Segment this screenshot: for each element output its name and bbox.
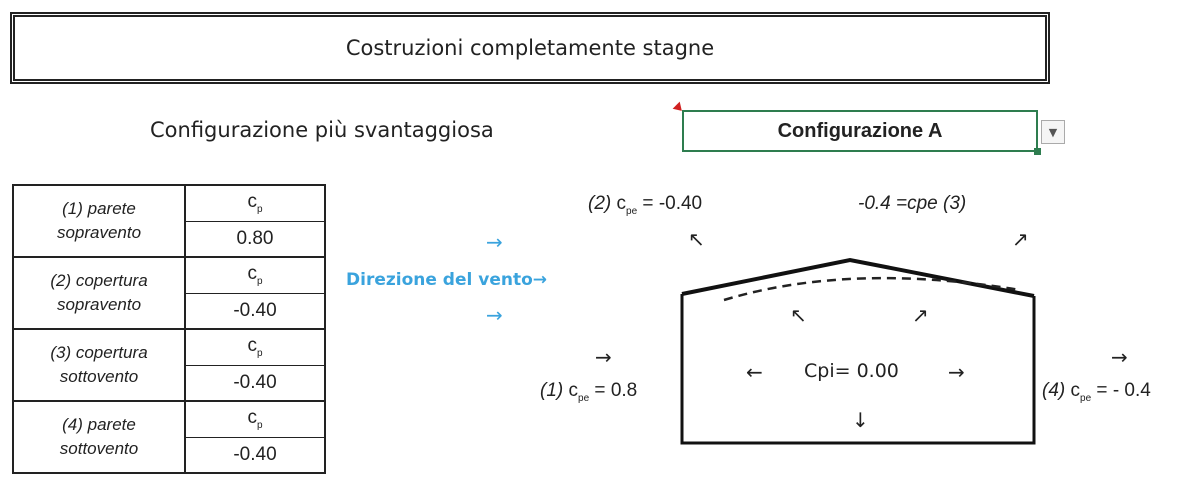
fill-handle[interactable] bbox=[1034, 148, 1041, 155]
arrow-up-right-icon: ↗ bbox=[1012, 227, 1029, 251]
roof-leeward-label: -0.4 =cpe (3) bbox=[858, 193, 967, 214]
arrow-right-icon: → bbox=[948, 360, 965, 384]
coef-value[interactable]: 0.80 bbox=[184, 220, 326, 258]
coef-label: cp bbox=[184, 256, 326, 294]
arrow-right-icon: → bbox=[595, 345, 612, 369]
config-label: Configurazione più svantaggiosa bbox=[150, 118, 494, 142]
wall-leeward-label: (4) cpe = - 0.4 bbox=[1042, 380, 1151, 404]
roof-line bbox=[681, 257, 1035, 298]
arrow-up-left-icon: ↖ bbox=[688, 227, 705, 251]
coef-label: cp bbox=[184, 184, 326, 222]
coef-value[interactable]: -0.40 bbox=[184, 364, 326, 402]
chevron-down-icon: ▼ bbox=[1048, 125, 1058, 139]
wind-arrow-icon: → bbox=[486, 230, 503, 254]
roof-windward-label: (2) cpe = -0.40 bbox=[588, 193, 703, 217]
arrow-up-left-icon: ↖ bbox=[790, 303, 807, 327]
arrow-down-icon: ↓ bbox=[852, 408, 869, 432]
arrow-right-icon: → bbox=[1111, 345, 1128, 369]
arrow-left-icon: ← bbox=[746, 360, 763, 384]
wind-direction-label: Direzione del vento→ bbox=[346, 270, 548, 290]
coef-value[interactable]: -0.40 bbox=[184, 292, 326, 330]
dropdown-button[interactable]: ▼ bbox=[1041, 120, 1065, 144]
configuration-select[interactable]: Configurazione A bbox=[672, 101, 1041, 155]
wind-arrow-icon: → bbox=[486, 303, 503, 327]
configuration-value: Configurazione A bbox=[777, 119, 943, 142]
building-walls bbox=[680, 294, 1036, 445]
coef-value[interactable]: -0.40 bbox=[184, 436, 326, 474]
page-title: Costruzioni completamente stagne bbox=[10, 12, 1050, 84]
wall-windward-label: (1) cpe = 0.8 bbox=[540, 380, 638, 404]
internal-roof-dashed bbox=[723, 276, 1021, 302]
arrow-up-right-icon: ↗ bbox=[912, 303, 929, 327]
internal-pressure-label: Cpi= 0.00 bbox=[804, 360, 899, 382]
